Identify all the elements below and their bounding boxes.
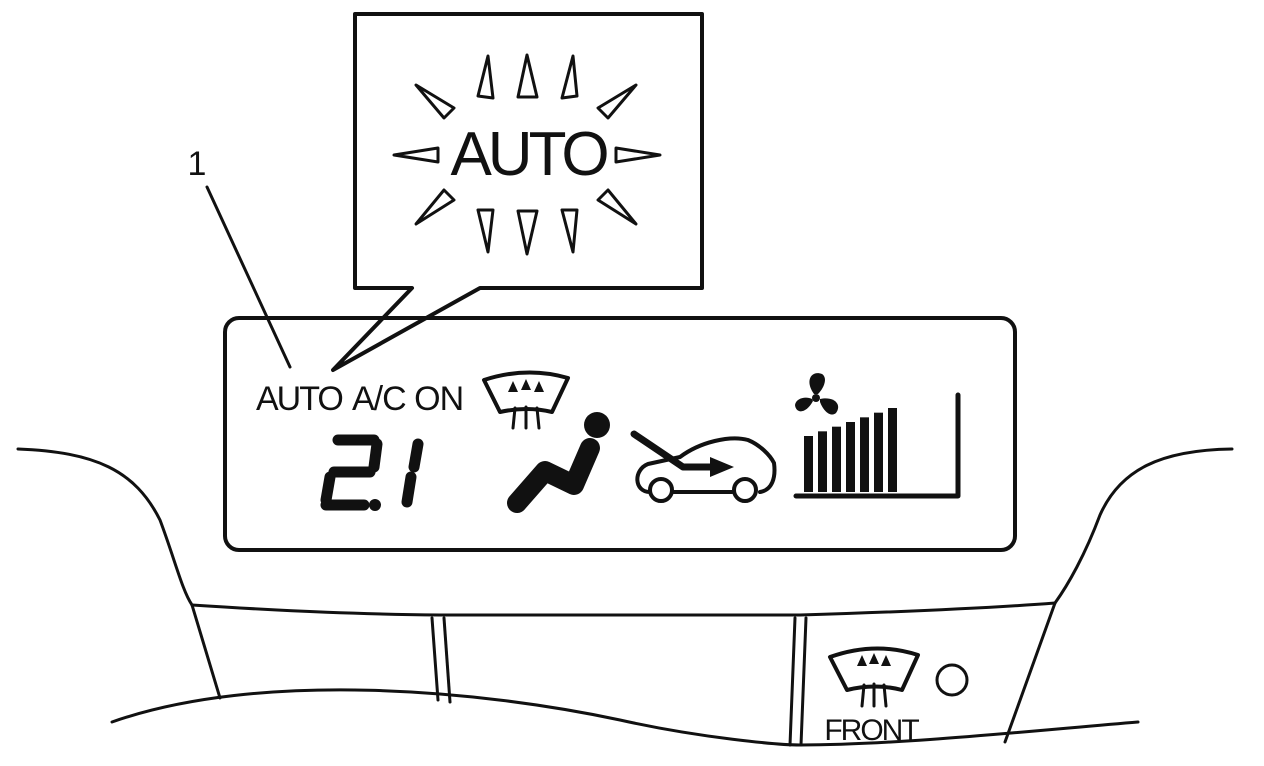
windshield-defrost-icon bbox=[482, 370, 570, 430]
callout-number: 1 bbox=[188, 145, 207, 183]
fan-speed-bar bbox=[874, 412, 883, 492]
fan-speed-bar bbox=[804, 436, 813, 492]
zoom-box bbox=[331, 12, 704, 372]
indicator-lamp-icon bbox=[935, 663, 969, 697]
fan-speed-bars bbox=[804, 408, 897, 492]
car-air-intake-icon bbox=[630, 430, 777, 503]
flashing-auto-rays-icon bbox=[392, 53, 662, 256]
button-strip bbox=[190, 601, 1057, 747]
fan-speed-bar bbox=[832, 426, 841, 492]
fan-speed-bar bbox=[846, 422, 855, 492]
middle-button[interactable] bbox=[455, 620, 785, 700]
fan-speed-graph bbox=[793, 392, 961, 499]
display-ac-label: A/C ON bbox=[352, 380, 463, 418]
zoom-auto-label: AUTO bbox=[450, 120, 607, 189]
fan-speed-bar bbox=[860, 417, 869, 492]
windshield-defrost-icon bbox=[828, 646, 920, 708]
lcd-display bbox=[223, 316, 1017, 552]
left-button[interactable] bbox=[222, 620, 428, 690]
fan-speed-bar bbox=[888, 408, 897, 492]
display-auto-label: AUTO bbox=[256, 380, 342, 418]
fan-speed-bar bbox=[818, 431, 827, 492]
temperature-readout: 2.1 bbox=[320, 434, 424, 511]
dashboard-outline bbox=[16, 447, 1234, 747]
front-defrost-label: FRONT bbox=[824, 714, 919, 747]
seated-person-icon bbox=[507, 412, 610, 513]
fan-icon bbox=[795, 373, 839, 415]
callout: 1 AUTO bbox=[188, 12, 704, 372]
front-defrost-button[interactable]: FRONT bbox=[812, 620, 1042, 747]
